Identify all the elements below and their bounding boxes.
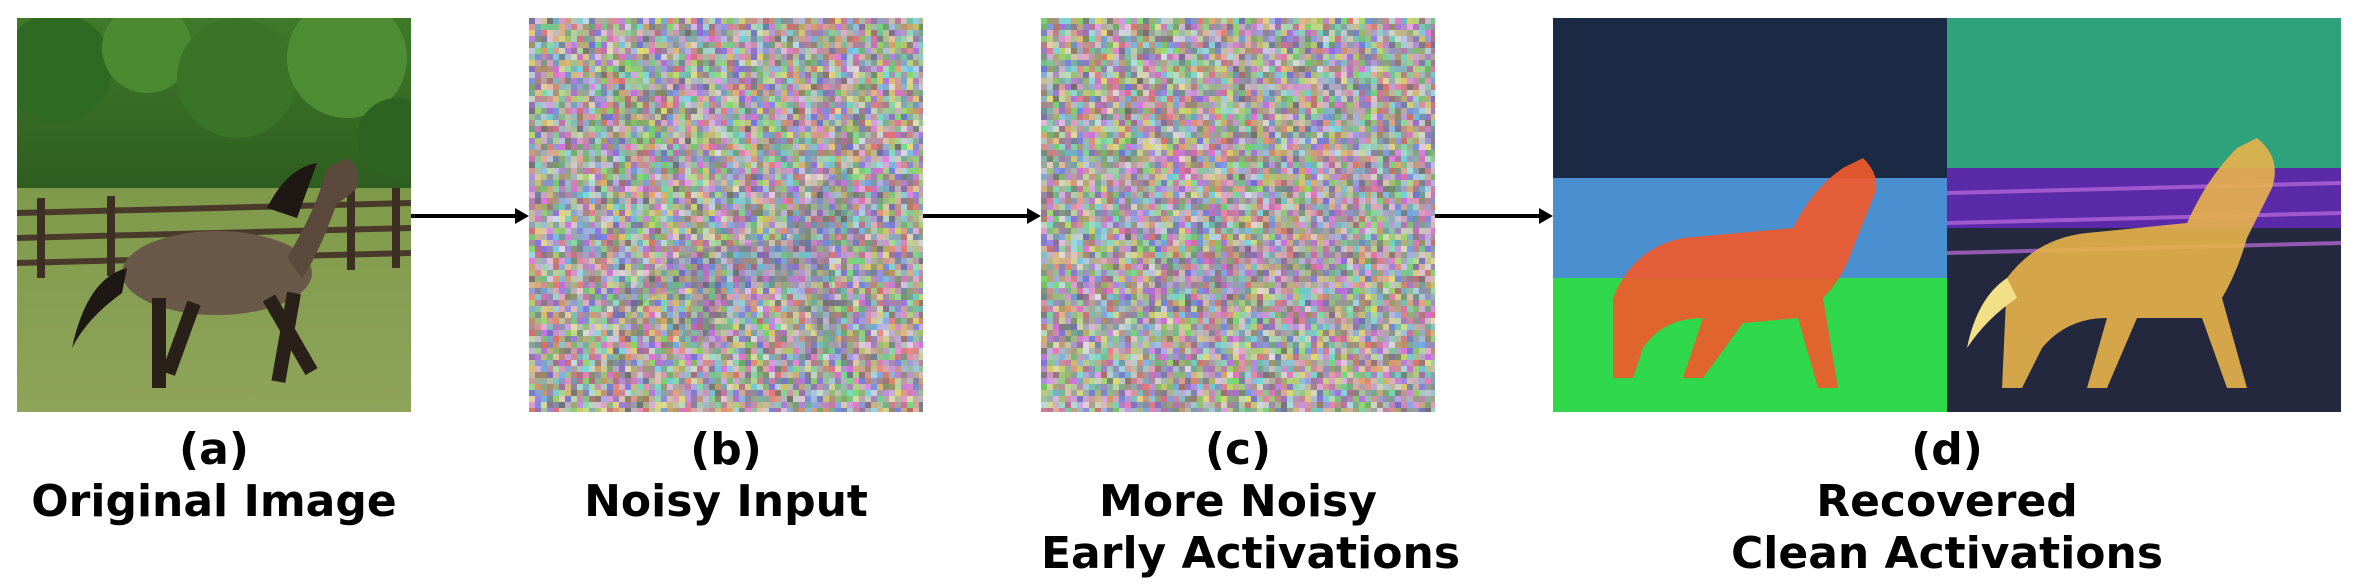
noisy-input-panel <box>529 18 923 412</box>
panel-subtitle: Early Activations <box>1041 528 1461 579</box>
original-image-panel <box>17 18 411 412</box>
panel-letter: (b) <box>690 424 762 475</box>
panel-title: Recovered <box>1816 476 2078 527</box>
noisy-input-image <box>529 18 923 412</box>
original-horse-image <box>17 18 411 412</box>
panel-title: More Noisy <box>1099 476 1377 527</box>
caption-c: (c) More Noisy Early Activations <box>1041 424 1461 580</box>
caption-d: (d) Recovered Clean Activations <box>1553 424 2341 580</box>
arrow-right-icon <box>923 208 1041 224</box>
caption-b: (b) Noisy Input <box>529 424 923 528</box>
panel-letter: (d) <box>1911 424 1983 475</box>
panel-subtitle: Clean Activations <box>1730 528 2164 579</box>
fine-activation-map <box>1946 18 2341 412</box>
arrow-right-icon <box>1435 208 1553 224</box>
caption-a: (a) Original Image <box>17 424 411 528</box>
arrow-right-icon <box>411 208 529 224</box>
recovered-activations-image <box>1553 18 2341 412</box>
panel-letter: (a) <box>179 424 249 475</box>
early-activations-panel <box>1041 18 1435 412</box>
coarse-activation-map <box>1553 18 1947 412</box>
panel-title: Original Image <box>31 476 397 527</box>
recovered-activations-panel <box>1553 18 2341 412</box>
panel-title: Noisy Input <box>584 476 868 527</box>
early-activations-image <box>1041 18 1435 412</box>
panel-letter: (c) <box>1204 424 1272 475</box>
